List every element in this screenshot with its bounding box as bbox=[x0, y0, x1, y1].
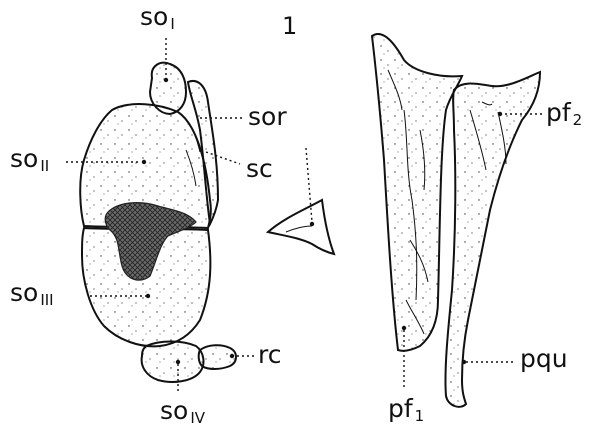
label-pqu: pqu bbox=[520, 346, 568, 371]
label-sor-main: sor bbox=[248, 102, 287, 131]
so4-bone bbox=[142, 342, 204, 382]
suborbital-series bbox=[80, 63, 236, 382]
label-so3-sub: III bbox=[40, 291, 53, 309]
label-so2-main: so bbox=[10, 144, 38, 173]
label-so2-sub: II bbox=[40, 157, 49, 175]
label-so1-main: so bbox=[140, 2, 168, 31]
pf1-bone-group bbox=[372, 34, 462, 351]
pf1-bone bbox=[372, 34, 462, 351]
label-so4-sub: IV bbox=[190, 409, 205, 427]
label-sc: sc bbox=[246, 156, 273, 181]
label-so4-main: so bbox=[160, 396, 188, 425]
label-so3-main: so bbox=[10, 278, 38, 307]
label-pf1-main: pf bbox=[388, 394, 413, 423]
label-pf2-main: pf bbox=[546, 98, 571, 127]
figure-number: 1 bbox=[282, 14, 297, 38]
label-sor: sor bbox=[248, 104, 287, 129]
label-rc: rc bbox=[258, 342, 281, 367]
label-pf2-sub: 2 bbox=[573, 111, 583, 129]
label-pqu-main: pqu bbox=[520, 344, 568, 373]
label-pf1-sub: 1 bbox=[415, 407, 425, 425]
label-sc-main: sc bbox=[246, 154, 273, 183]
label-so1-sub: I bbox=[170, 15, 174, 33]
label-rc-main: rc bbox=[258, 340, 281, 369]
